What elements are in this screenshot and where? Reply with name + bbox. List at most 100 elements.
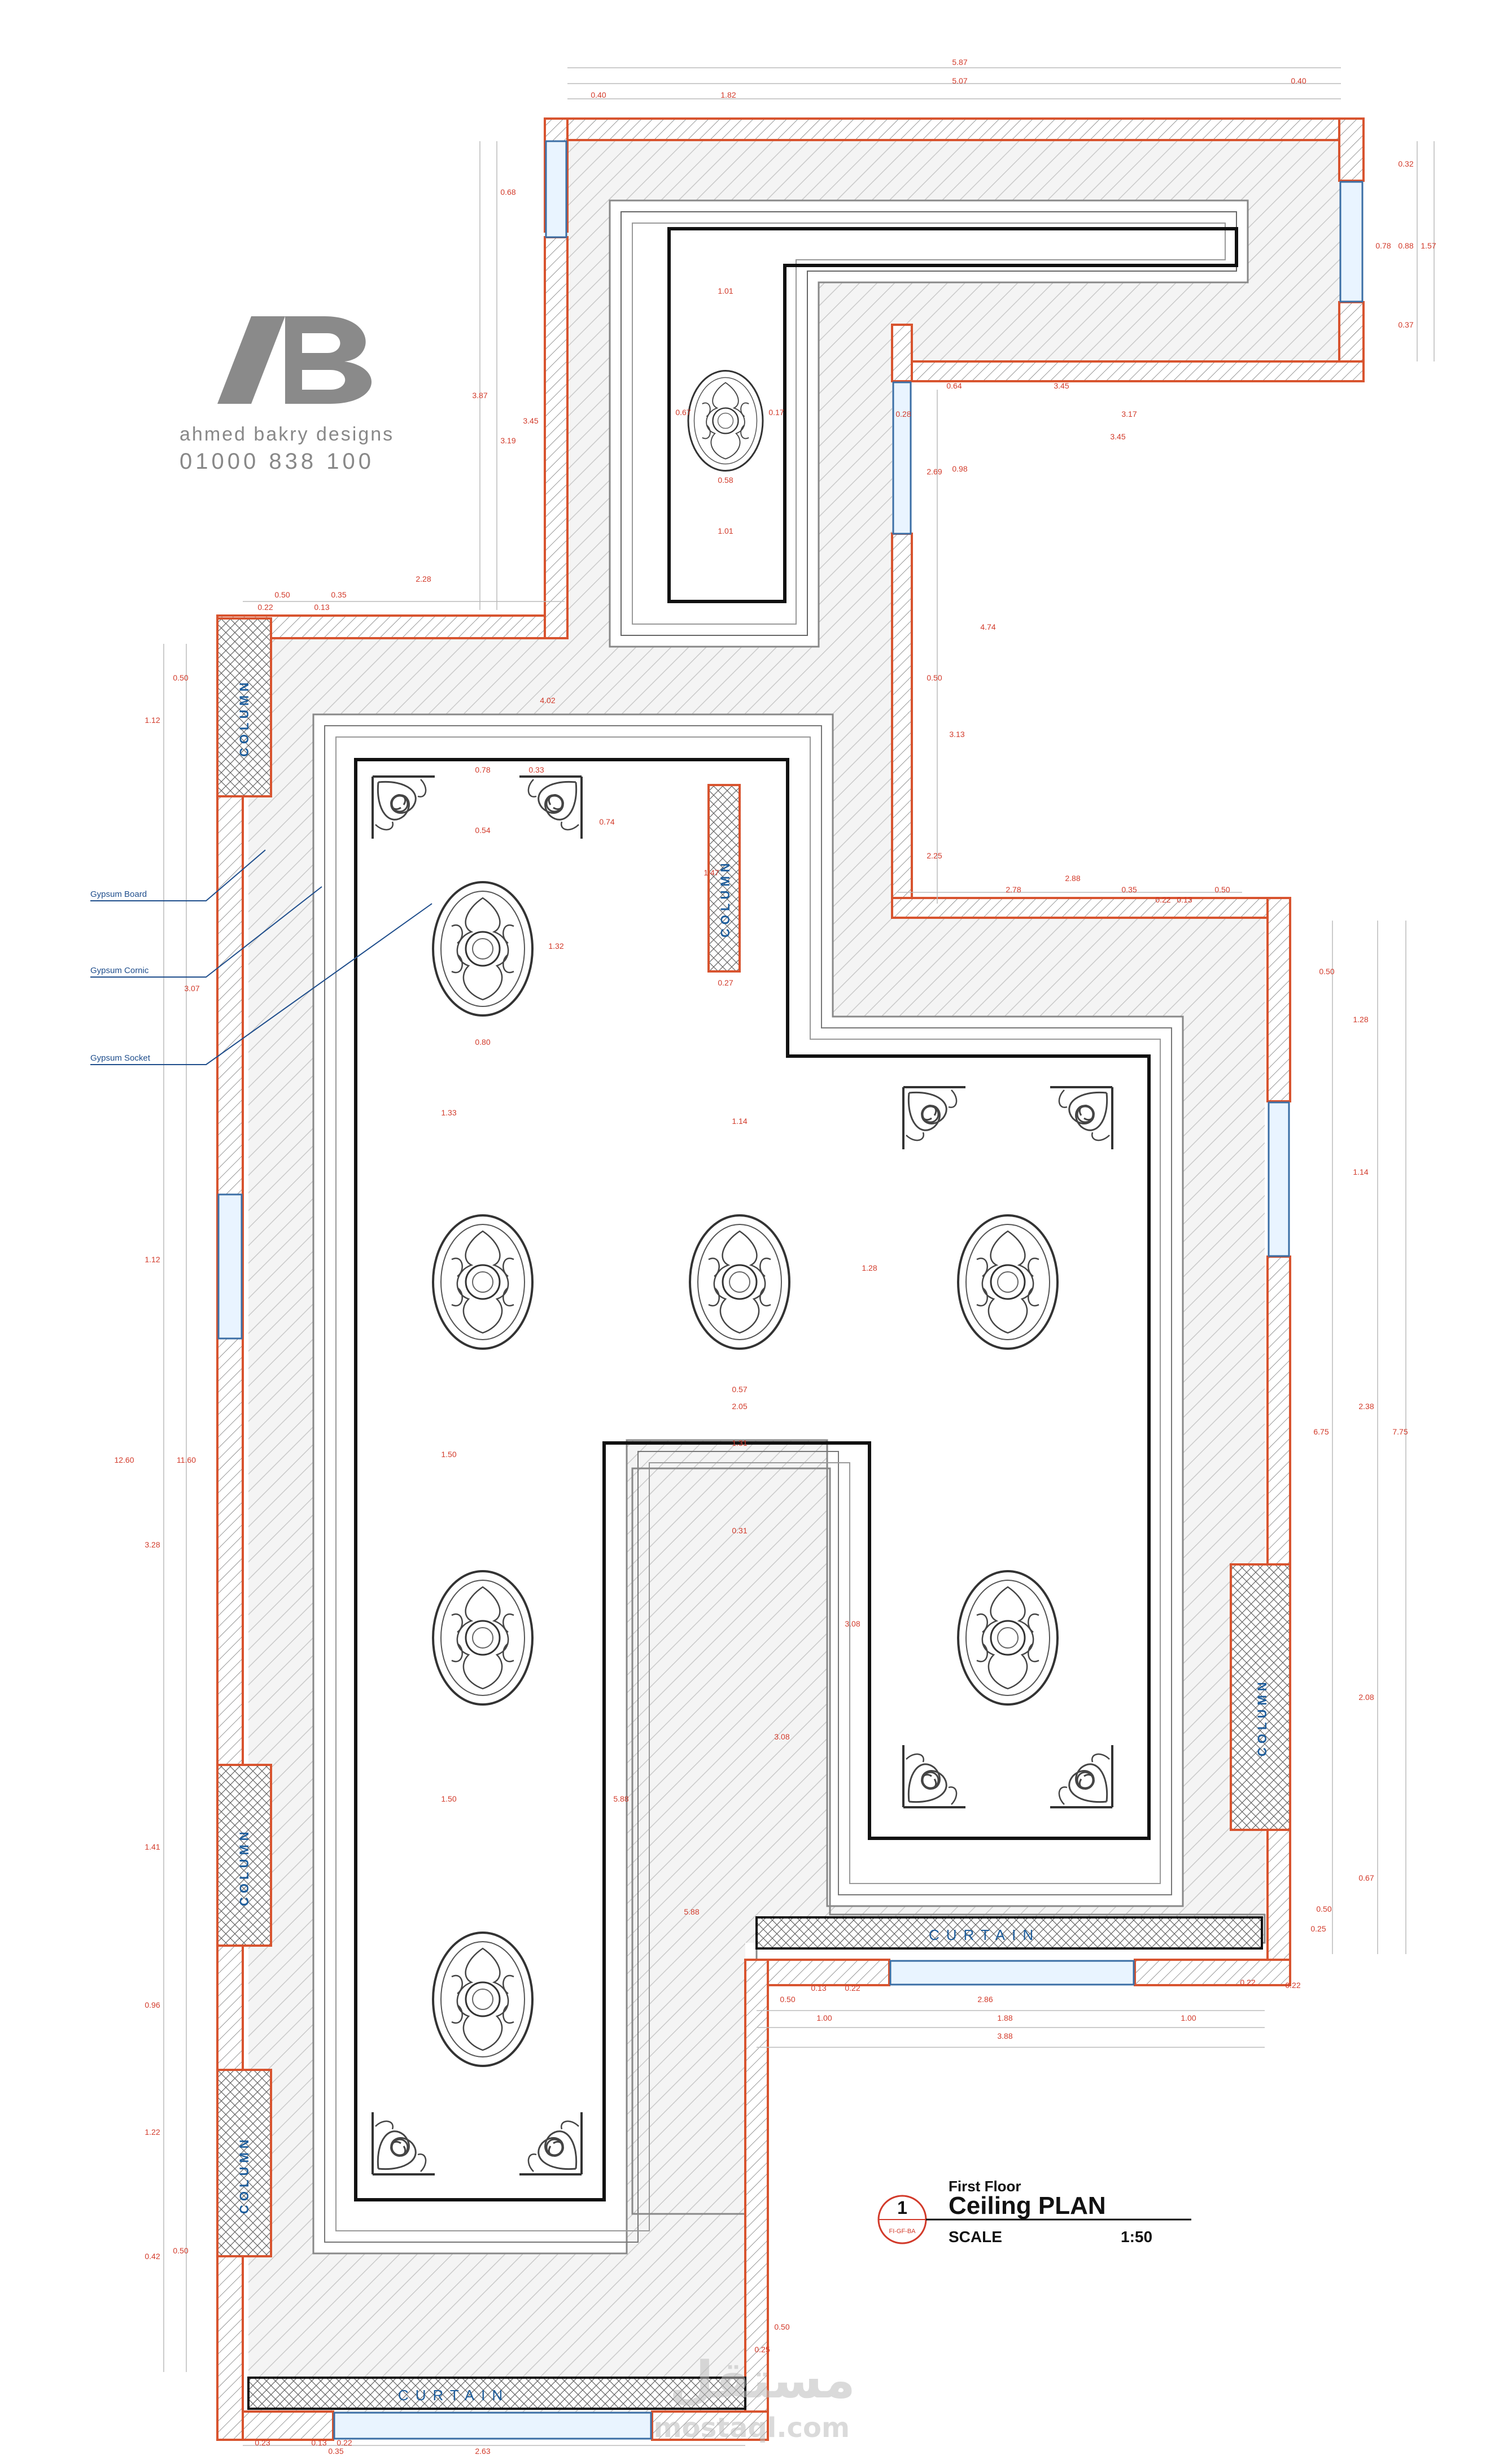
column-upper-left: [216, 617, 272, 797]
dimension-label: 3.17: [1121, 409, 1137, 418]
window-bottom-left: [333, 2412, 652, 2440]
dimension-label: 0.13: [1177, 895, 1192, 904]
dimension-label: 1.01: [718, 286, 733, 295]
dimension-label: 1.01: [718, 526, 733, 535]
logo-name: ahmed bakry designs: [180, 424, 394, 445]
ceiling-drop-lower-strip: [631, 1467, 1266, 2215]
dimension-label: 1.47: [703, 868, 719, 877]
dimension-label: 0.96: [145, 2000, 160, 2009]
dimension-label: 0.58: [718, 476, 733, 485]
medallion-upper-room: [687, 370, 764, 472]
dimension-label: 3.08: [774, 1732, 789, 1741]
dimension-label: 0.50: [173, 673, 188, 682]
dimension-label: 1.82: [720, 90, 736, 99]
dimension-label: 0.98: [952, 464, 967, 473]
dimension-label: 0.80: [475, 1037, 490, 1047]
dimension-label: 2.78: [1006, 885, 1021, 894]
curtain-label-left: CURTAIN: [398, 2387, 509, 2404]
medallion-7: [432, 1932, 534, 2067]
dimension-label: 4.74: [980, 622, 995, 631]
dimension-label: 2.38: [1358, 1402, 1374, 1411]
dimension-label: 6.75: [1313, 1427, 1329, 1436]
dimension-label: 3.08: [845, 1619, 860, 1628]
medallion-5: [432, 1570, 534, 1706]
medallion-1: [432, 881, 534, 1017]
dimension-label: 1.33: [441, 1108, 456, 1117]
dimension-label: 0.13: [311, 2438, 326, 2447]
scale-label: SCALE: [949, 2228, 1002, 2246]
window-left: [217, 1193, 243, 1340]
dimension-label: 3.19: [500, 436, 515, 445]
dimension-label: 1.14: [732, 1117, 747, 1126]
floor-label: First Floor: [949, 2178, 1021, 2195]
dimension-label: 0.13: [811, 1983, 826, 1993]
dimension-label: 0.13: [314, 603, 329, 612]
dimension-label: 0.28: [895, 409, 911, 418]
dimension-label: 0.42: [145, 2252, 160, 2261]
dimension-label: 3.45: [1054, 381, 1069, 390]
column-right: [1230, 1563, 1291, 1831]
column-center: [707, 784, 741, 973]
dimension-label: 5.87: [952, 58, 967, 67]
dimension-label: 1.50: [441, 1794, 456, 1803]
dimension-label: 1.31: [732, 1438, 747, 1448]
dimension-label: 0.35: [1121, 885, 1137, 894]
dimension-label: 0.35: [328, 2447, 343, 2456]
dimension-label: 1.12: [145, 716, 160, 725]
dimension-label: 12.60: [114, 1455, 134, 1464]
dimension-label: 5.07: [952, 76, 967, 85]
dimension-label: 7.75: [1392, 1427, 1408, 1436]
dimension-label: 0.50: [1316, 1904, 1331, 1913]
legend-leaders: [90, 849, 432, 1065]
dimension-label: 1.41: [145, 1842, 160, 1851]
title-block: 1 FI-GF-BA First Floor Ceiling PLAN SCAL…: [877, 2178, 1191, 2246]
drawing-title: Ceiling PLAN: [949, 2192, 1106, 2220]
sheet-reference: FI-GF-BA: [889, 2228, 916, 2235]
dimension-label: 0.22: [337, 2438, 352, 2447]
dimension-label: 1.28: [1353, 1015, 1368, 1024]
column-label-bottom-left: COLUMN: [237, 2135, 251, 2214]
medallion-6: [957, 1570, 1059, 1706]
dimension-label: 1.00: [1181, 2013, 1196, 2022]
window-upper-left: [545, 140, 567, 238]
window-upper-right: [1339, 181, 1364, 303]
dimension-label: 0.31: [732, 1526, 747, 1535]
ceiling-drop-main: [312, 713, 1184, 2255]
dimension-label: 2.86: [977, 1995, 993, 2004]
curtain-label-right: CURTAIN: [929, 1926, 1040, 1943]
column-label-right: COLUMN: [1255, 1678, 1269, 1756]
dimension-label: 5.88: [613, 1794, 628, 1803]
dimension-label: 0.40: [1291, 76, 1306, 85]
dimension-label: 0.78: [1375, 241, 1391, 250]
dimension-label: 0.67: [1358, 1873, 1374, 1882]
dimension-label: 0.50: [780, 1995, 795, 2004]
dimension-label: 0.57: [732, 1385, 747, 1394]
dimension-label: 11.60: [177, 1455, 196, 1464]
column-label-lower-left: COLUMN: [237, 1828, 251, 1906]
dimension-label: 1.22: [145, 2127, 160, 2137]
column-bottom-left: [216, 2069, 272, 2257]
dimension-label: 2.28: [416, 574, 431, 583]
dimension-label: 0.32: [1398, 159, 1413, 168]
dimension-label: 0.33: [528, 765, 544, 774]
dimension-label: 3.45: [523, 416, 538, 425]
medallion-2: [432, 1214, 534, 1350]
watermark: مستقل mostaql.com: [654, 2351, 855, 2444]
dimension-label: 2.08: [1358, 1693, 1374, 1702]
scale-value: 1:50: [1121, 2228, 1152, 2246]
dimension-label: 3.87: [472, 391, 487, 400]
dimension-label: 0.78: [475, 765, 490, 774]
dimension-label: 0.35: [331, 590, 346, 599]
curtain-boxes: [247, 1916, 1263, 2410]
dimension-label: 1.14: [1353, 1167, 1368, 1176]
dimension-label: 0.22: [1155, 895, 1170, 904]
dimension-label: 1.12: [145, 1255, 160, 1264]
dimension-label: 0.25: [754, 2345, 770, 2354]
dimension-label: 0.64: [946, 381, 962, 390]
legend-gypsum-cornice: Gypsum Cornic: [90, 966, 149, 975]
dimension-label: 0.74: [599, 817, 614, 826]
dimension-label: 3.45: [1110, 432, 1125, 441]
dimension-label: 2.63: [475, 2447, 490, 2456]
dimension-label: 0.22: [257, 603, 273, 612]
